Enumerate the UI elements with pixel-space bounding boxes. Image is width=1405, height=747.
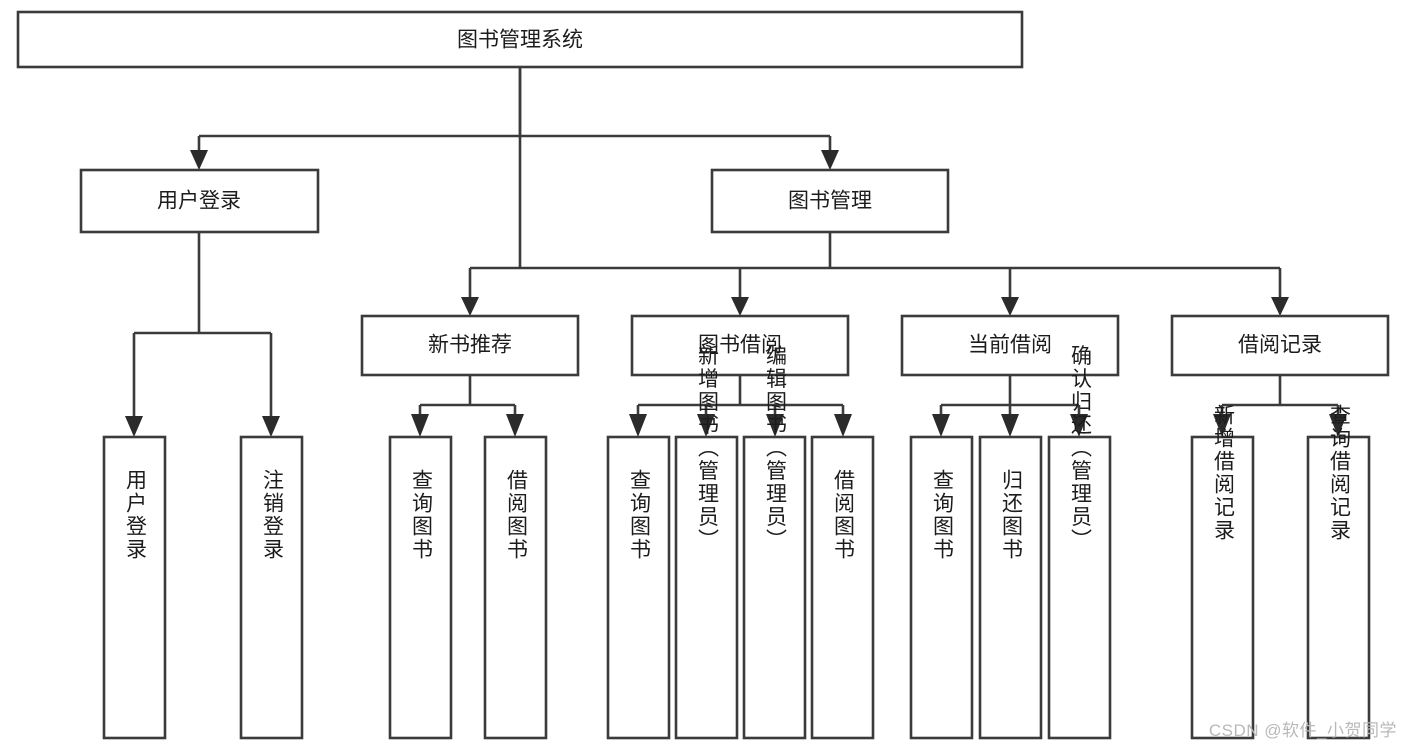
node-leaf-return-book[interactable]: 归还图书 [978,435,1043,740]
node-current-borrow-box[interactable] [900,314,1120,377]
arrow-to-leaf-confirm-return [1070,414,1088,437]
node-book-manage-label: 图书管理 [788,190,872,213]
node-book-borrow[interactable]: 图书借阅 [630,314,850,377]
node-leaf-query-book-3-label: 查询图书 [931,469,955,561]
arrow-to-leaf-logout [262,416,280,437]
node-leaf-query-book-1[interactable]: 查询图书 [388,435,453,740]
node-leaf-borrow-book-1[interactable]: 借阅图书 [483,435,548,740]
node-leaf-query-record-label: 查询借阅记录 [1328,404,1352,542]
node-leaf-add-record[interactable]: 新增借阅记录 [1190,404,1255,740]
node-root[interactable]: 图书管理系统 [16,10,1024,69]
arrow-to-leaf-query-book-1 [411,414,429,437]
node-book-manage[interactable]: 图书管理 [710,168,950,234]
node-new-book-rec[interactable]: 新书推荐 [360,314,580,377]
edges-layer [125,67,1347,437]
node-user-login-box[interactable] [79,168,320,234]
arrow-to-new-book-rec [461,297,479,316]
node-leaf-query-book-2-label: 查询图书 [628,469,652,561]
arrow-to-leaf-borrow-book-1 [506,414,524,437]
arrow-to-leaf-user-login [125,416,143,437]
node-leaf-add-book[interactable]: 新增图书（管理员） [674,345,739,740]
arrow-to-leaf-return-book [1001,414,1019,437]
node-leaf-edit-book[interactable]: 编辑图书（管理员） [742,345,807,740]
node-leaf-user-login[interactable]: 用户登录 [102,435,167,740]
node-leaf-return-book-label: 归还图书 [1000,469,1024,561]
node-leaf-user-login-box[interactable] [102,435,167,740]
arrow-root-to-book-manage [821,150,839,170]
node-leaf-query-book-1-box[interactable] [388,435,453,740]
node-leaf-borrow-book-1-label: 借阅图书 [505,469,529,561]
node-leaf-query-book-3-box[interactable] [909,435,974,740]
arrow-to-leaf-add-book [697,414,715,437]
arrow-root-to-user-login [190,150,208,170]
node-leaf-borrow-book-1-box[interactable] [483,435,548,740]
arrow-to-borrow-record [1271,297,1289,316]
arrow-to-leaf-query-book-2 [629,414,647,437]
node-borrow-record-label: 借阅记录 [1238,334,1322,357]
node-borrow-record-box[interactable] [1170,314,1390,377]
node-leaf-query-book-3[interactable]: 查询图书 [909,435,974,740]
node-leaf-query-record[interactable]: 查询借阅记录 [1306,404,1371,740]
node-leaf-borrow-book-2-box[interactable] [810,435,875,740]
node-book-borrow-box[interactable] [630,314,850,377]
node-user-login[interactable]: 用户登录 [79,168,320,234]
node-leaf-confirm-return-label: 确认归还（管理员） [1069,345,1093,552]
node-book-manage-box[interactable] [710,168,950,234]
node-current-borrow[interactable]: 当前借阅 [900,314,1120,377]
node-leaf-query-book-2-box[interactable] [606,435,671,740]
arrow-to-leaf-edit-book [766,414,784,437]
node-leaf-query-record-box[interactable] [1306,435,1371,740]
csdn-watermark: CSDN @软件_小贺同学 [1208,721,1397,740]
node-leaf-add-record-label: 新增借阅记录 [1212,404,1236,542]
node-leaf-edit-book-box[interactable] [742,435,807,740]
arrow-to-book-borrow [731,297,749,316]
node-user-login-label: 用户登录 [157,190,241,213]
node-leaf-add-record-box[interactable] [1190,435,1255,740]
node-leaf-borrow-book-2-label: 借阅图书 [832,469,856,561]
node-root-box[interactable] [16,10,1024,69]
node-leaf-user-login-label: 用户登录 [124,469,148,561]
arrow-to-leaf-query-record [1329,414,1347,437]
node-new-book-rec-box[interactable] [360,314,580,377]
arrow-to-leaf-query-book-3 [932,414,950,437]
node-root-label: 图书管理系统 [457,29,583,52]
node-leaf-query-book-2[interactable]: 查询图书 [606,435,671,740]
node-leaf-add-book-label: 新增图书（管理员） [696,345,720,552]
node-leaf-borrow-book-2[interactable]: 借阅图书 [810,435,875,740]
node-leaf-logout-label: 注销登录 [261,469,285,561]
node-leaf-return-book-box[interactable] [978,435,1043,740]
node-borrow-record[interactable]: 借阅记录 [1170,314,1390,377]
node-leaf-query-book-1-label: 查询图书 [410,469,434,561]
node-current-borrow-label: 当前借阅 [968,334,1052,357]
node-new-book-rec-label: 新书推荐 [428,334,512,357]
arrow-to-current-borrow [1001,297,1019,316]
node-book-borrow-label: 图书借阅 [698,334,782,357]
node-leaf-logout[interactable]: 注销登录 [239,435,304,740]
node-leaf-confirm-return-box[interactable] [1047,435,1112,740]
node-leaf-edit-book-label: 编辑图书（管理员） [764,345,788,552]
node-leaf-add-book-box[interactable] [674,435,739,740]
arrow-to-leaf-borrow-book-2 [834,414,852,437]
node-leaf-confirm-return[interactable]: 确认归还（管理员） [1047,345,1112,740]
node-leaf-logout-box[interactable] [239,435,304,740]
arrow-to-leaf-add-record [1213,414,1231,437]
